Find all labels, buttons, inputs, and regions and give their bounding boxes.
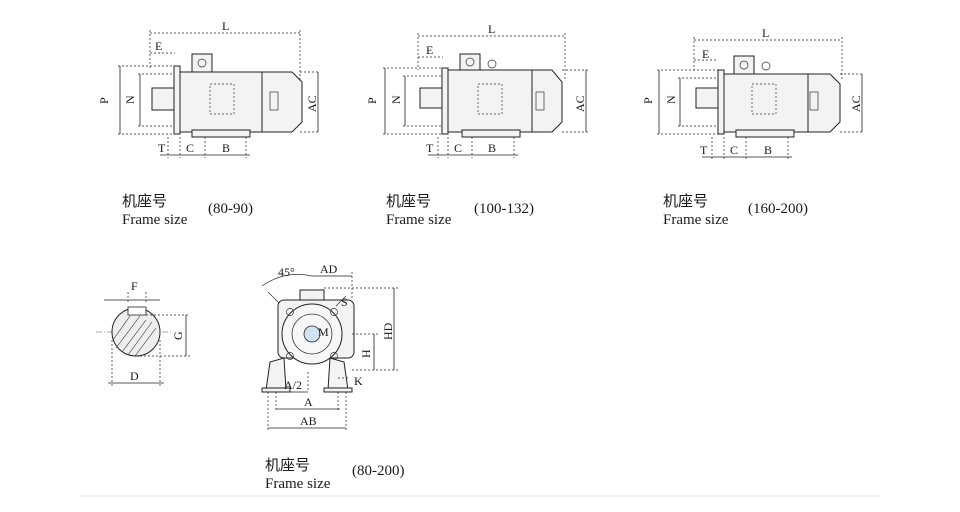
label-B: B [764, 143, 772, 157]
caption-zh: 机座号 [663, 194, 709, 210]
caption-zh: 机座号 [386, 194, 432, 210]
side-view-2: L E P N AC T C B [365, 22, 588, 158]
caption-side-view-1: 机座号 Frame size [122, 193, 187, 229]
caption-en: Frame size [386, 212, 452, 228]
caption-zh: 机座号 [122, 194, 168, 210]
label-N: N [389, 95, 403, 104]
caption-en: Frame size [663, 212, 729, 228]
frame-range-2: (100-132) [474, 201, 534, 217]
label-M: M [318, 325, 329, 339]
label-AB: AB [300, 414, 317, 428]
frame-range-1: (80-90) [208, 201, 253, 217]
caption-zh: 机座号 [265, 458, 311, 474]
label-angle: 45° [278, 265, 295, 279]
label-B: B [488, 141, 496, 155]
caption-side-view-3: 机座号 Frame size [663, 193, 728, 229]
label-N: N [123, 95, 137, 104]
label-G: G [171, 331, 185, 340]
label-L: L [762, 26, 769, 40]
label-A: A [304, 395, 313, 409]
label-E: E [155, 39, 162, 53]
label-AC: AC [305, 95, 319, 112]
label-AC: AC [849, 95, 863, 112]
label-AD: AD [320, 262, 338, 276]
label-N: N [664, 95, 678, 104]
label-P: P [641, 97, 655, 104]
label-D: D [130, 369, 139, 383]
label-L: L [488, 22, 495, 36]
label-P: P [365, 97, 379, 104]
label-T: T [700, 143, 708, 157]
label-F: F [131, 279, 138, 293]
label-L: L [222, 19, 229, 33]
frame-range-end: (80-200) [352, 463, 405, 479]
caption-end-view: 机座号 Frame size [265, 457, 330, 493]
label-HD: HD [381, 322, 395, 340]
caption-en: Frame size [265, 476, 331, 492]
label-C: C [454, 141, 462, 155]
label-B: B [222, 141, 230, 155]
label-P: P [97, 97, 111, 104]
caption-side-view-2: 机座号 Frame size [386, 193, 451, 229]
shaft-section-view: F G D [96, 279, 190, 388]
label-S: S [341, 295, 348, 309]
side-view-3: L E P N AC T C B [641, 26, 864, 160]
end-view: AD 45° S M HD H K [261, 262, 398, 432]
label-AC: AC [573, 95, 587, 112]
label-K: K [354, 374, 363, 388]
label-E: E [702, 47, 709, 61]
side-view-1: L E P N AC [97, 19, 320, 158]
label-H: H [359, 349, 373, 358]
caption-en: Frame size [122, 212, 188, 228]
label-C: C [730, 143, 738, 157]
label-T: T [158, 141, 166, 155]
label-C: C [186, 141, 194, 155]
frame-range-3: (160-200) [748, 201, 808, 217]
label-E: E [426, 43, 433, 57]
label-T: T [426, 141, 434, 155]
label-A-half: A/2 [284, 378, 302, 392]
